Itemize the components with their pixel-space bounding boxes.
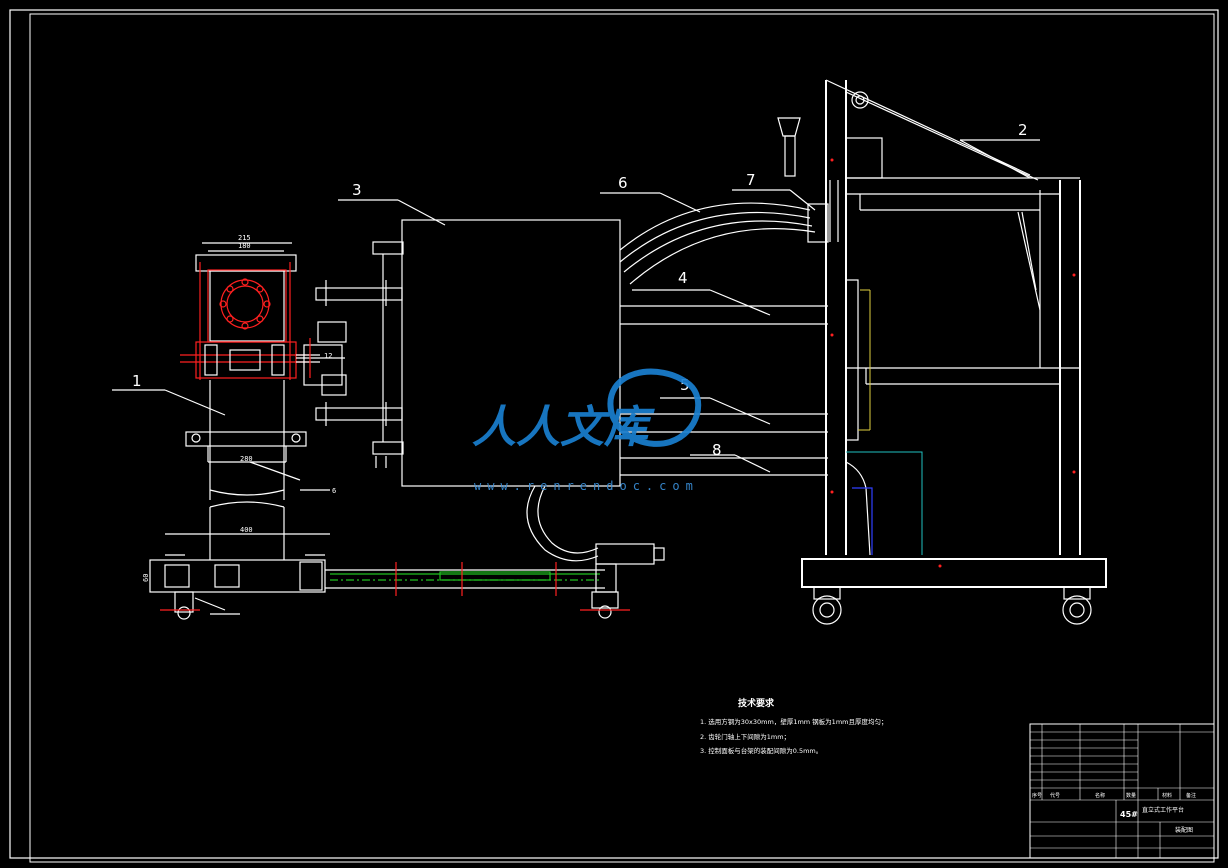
watermark-url: www.renrendoc.com [474,479,699,493]
dim-280: 280 [240,455,253,463]
tech-requirements-title: 技术要求 [738,697,775,709]
part-label-8: 8 [712,441,722,459]
tb-col-name: 名称 [1095,792,1105,799]
tech-requirement-2: 2. 齿轮门轴上下间隙为1mm； [700,732,790,741]
part-label-5: 5 [680,376,690,394]
tb-col-seq: 序号 [1032,792,1042,799]
dim-400: 400 [240,526,253,534]
part-label-4: 4 [678,269,688,287]
watermark: 人人文库 www.renrendoc.com [472,368,702,493]
tb-col-remark: 备注 [1186,792,1196,799]
tech-requirements: 技术要求 1. 选用方钢为30x30mm，壁厚1mm 钢板为1mm且厚度均匀； … [700,697,887,755]
leader-lines [112,139,1040,491]
dim-60: 60 [142,574,150,582]
tech-requirement-3: 3. 控制面板与台架的装配间隙为0.5mm。 [700,746,822,755]
part-label-3: 3 [352,181,362,199]
watermark-swoosh [607,368,702,447]
dim-215: 215 [238,234,251,242]
tb-col-code: 代号 [1050,792,1060,799]
inner-frame [29,13,1215,863]
tb-material: 45# [1120,810,1138,819]
tb-drawing-title: 直立式工作平台 [1142,806,1184,814]
outer-frame [9,9,1219,859]
tb-col-qty: 数量 [1126,792,1136,799]
tech-requirement-1: 1. 选用方钢为30x30mm，壁厚1mm 钢板为1mm且厚度均匀； [700,717,887,726]
part-label-7: 7 [746,171,756,189]
watermark-text: 人人文库 [472,402,655,453]
tb-drawing-name: 装配图 [1175,826,1193,834]
center-box-assembly [315,202,828,565]
dim-6: 6 [332,487,336,495]
title-block: 序号 代号 名称 数量 材料 备注 45# 直立式工作平台 装配图 [1029,723,1215,859]
part-label-2: 2 [1018,121,1028,139]
tb-col-material: 材料 [1162,792,1172,799]
left-assembly [149,242,630,620]
dim-12: 12 [324,352,332,360]
part-label-6: 6 [618,174,628,192]
dim-180: 180 [238,242,251,250]
right-frame-assembly [777,79,1107,625]
part-label-1: 1 [132,372,142,390]
